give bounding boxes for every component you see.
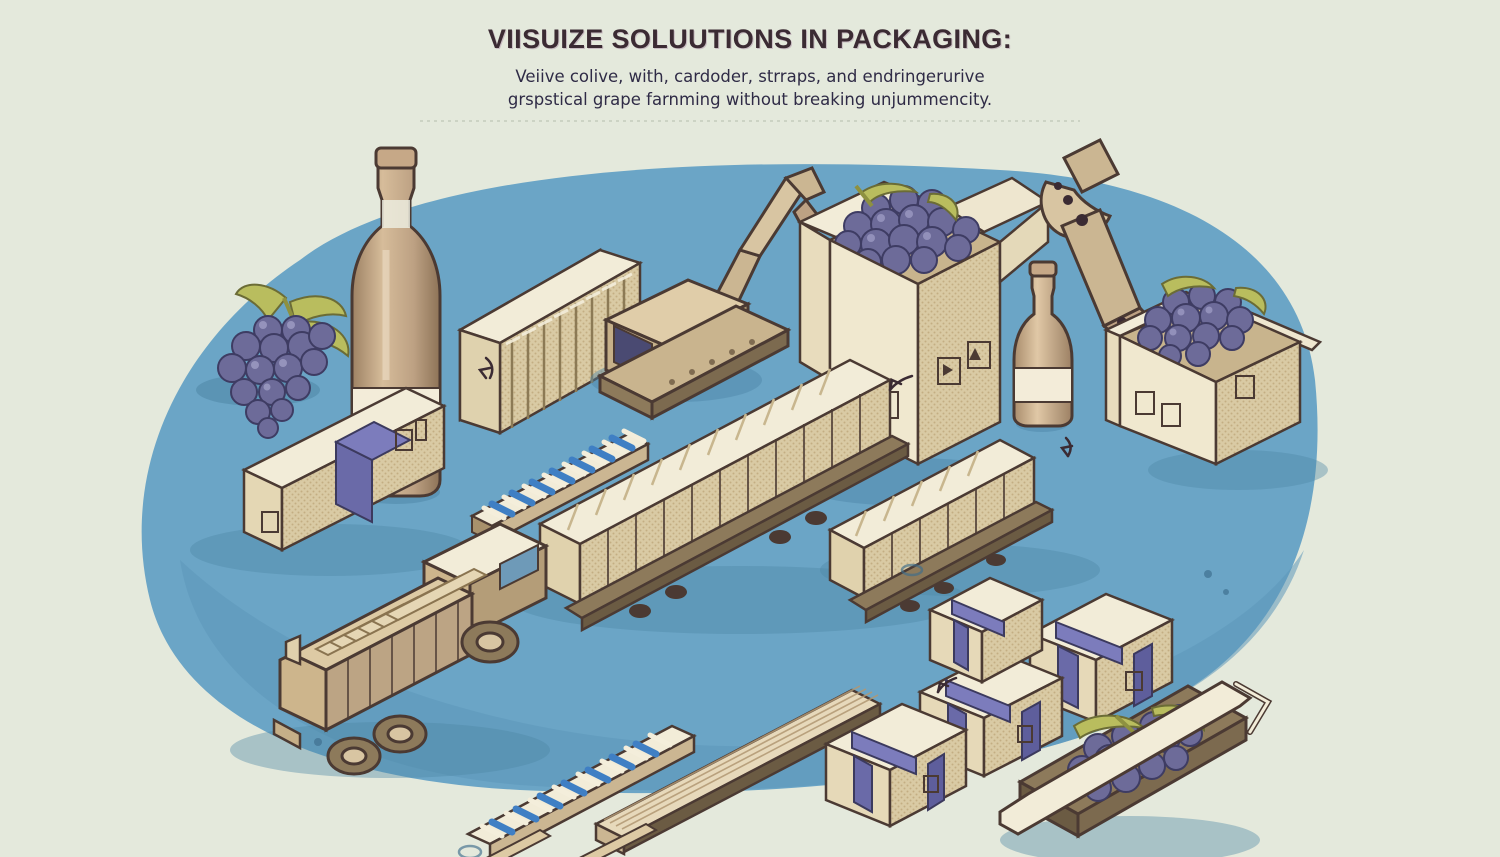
header: VIISUIZE SOLUUTIONS IN PACKAGING: Veiive… bbox=[0, 0, 1500, 122]
roller-conveyor-upper bbox=[469, 428, 651, 545]
header-divider bbox=[420, 120, 1080, 122]
ground-dots bbox=[314, 563, 1229, 857]
scene bbox=[0, 130, 1500, 857]
subtitle-line-2: grspstical grape farnming without breaki… bbox=[507, 90, 993, 109]
strapped-box-c bbox=[823, 702, 969, 829]
stray-bars bbox=[486, 822, 659, 857]
subtitle-line-1: Veiive colive, with, cardoder, strraps, … bbox=[515, 67, 985, 86]
harvest-cart bbox=[998, 680, 1273, 857]
motion-marks bbox=[477, 356, 1074, 694]
long-carton-left bbox=[190, 386, 470, 576]
flatbed-truck bbox=[230, 522, 550, 778]
page-subtitle: Veiive colive, with, cardoder, strraps, … bbox=[440, 65, 1060, 111]
strapped-box-d bbox=[927, 576, 1045, 685]
excavator bbox=[590, 166, 829, 421]
grape-cluster-left bbox=[196, 283, 350, 439]
roller-conveyor-lower bbox=[465, 724, 697, 857]
pallet-trailer-right bbox=[820, 438, 1100, 625]
flatpack-carton-row bbox=[456, 247, 644, 436]
grape-crate-right bbox=[1102, 275, 1328, 490]
wine-bottle-small bbox=[1012, 260, 1074, 432]
page-title: VIISUIZE SOLUUTIONS IN PACKAGING: bbox=[487, 24, 1013, 54]
pallet-trailer-long bbox=[510, 358, 970, 634]
